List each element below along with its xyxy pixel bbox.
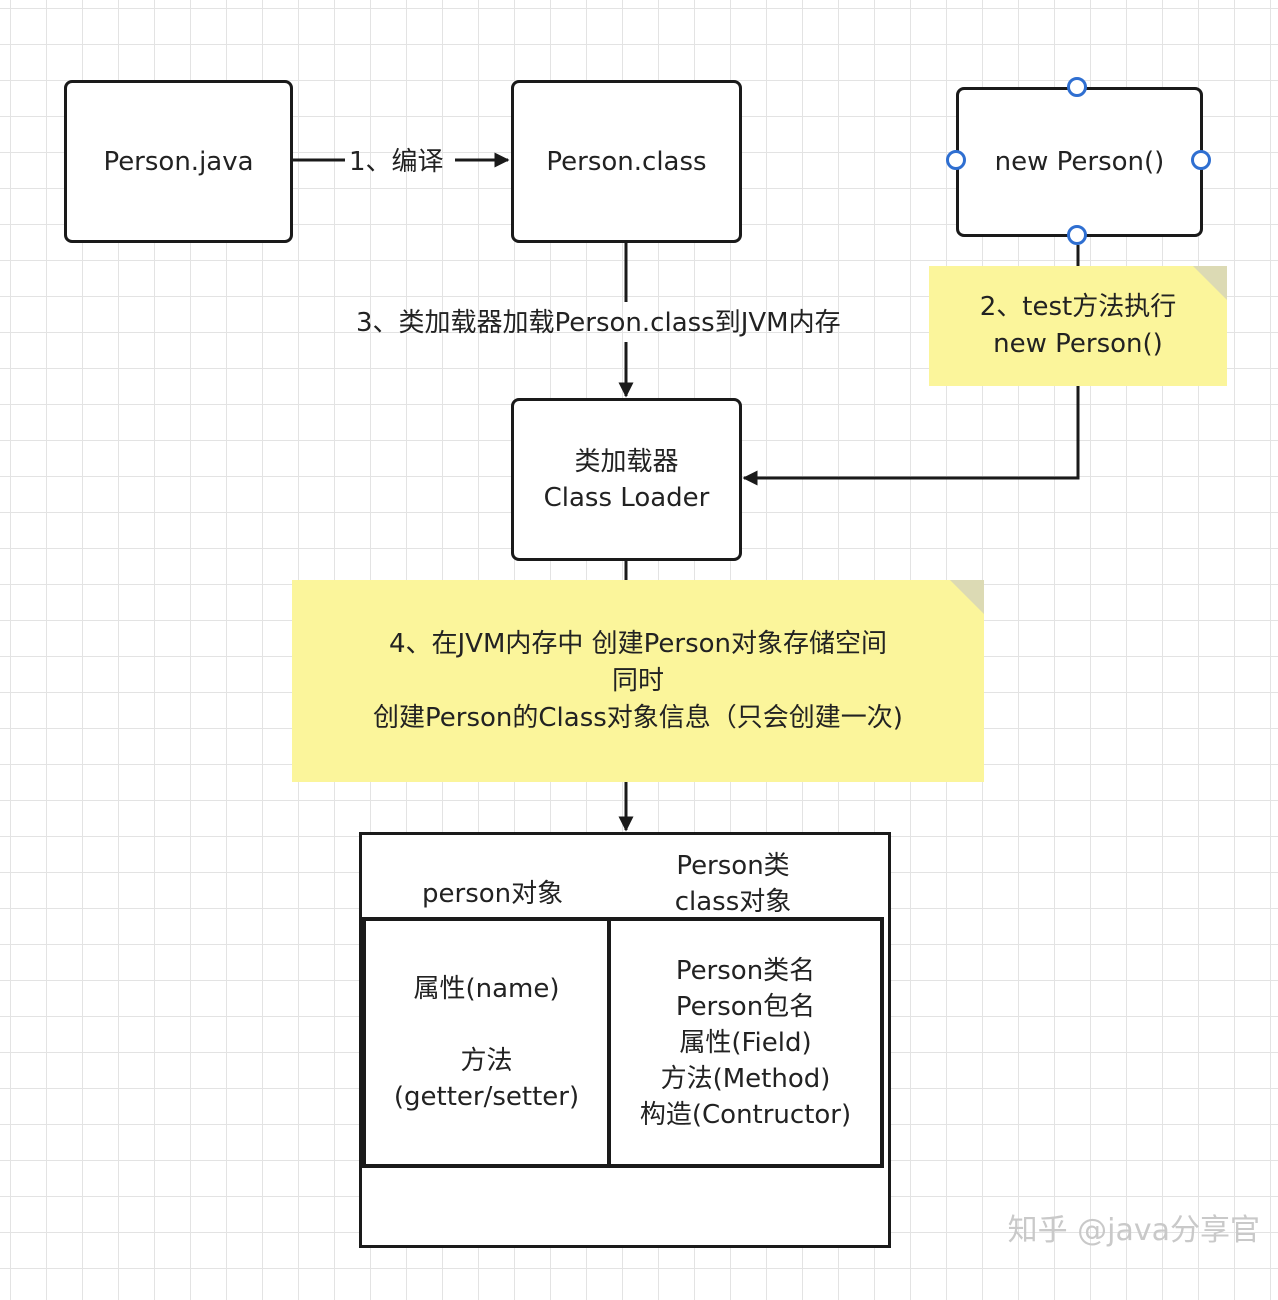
class-object-header-line2: class对象 — [674, 887, 792, 917]
class-object-item: 属性(Field) — [679, 1027, 812, 1058]
person-class-node: Person.class — [511, 80, 742, 243]
memory-divider — [607, 917, 611, 1168]
edge-new-person-to-loader — [742, 386, 1080, 486]
left-connection-handle[interactable] — [946, 150, 966, 170]
jvm-create-note-line3: 创建Person的Class对象信息（只会创建一次) — [373, 702, 903, 733]
person-java-node: Person.java — [64, 80, 293, 243]
class-loader-cn-label: 类加载器 — [574, 446, 679, 477]
test-exec-note: 2、test方法执行 new Person() — [929, 266, 1227, 386]
class-object-header-line1: Person类 — [676, 851, 790, 881]
person-object-header: person对象 — [422, 879, 564, 909]
compile-edge-label: 1、编译 — [349, 147, 444, 177]
test-exec-note-line1: 2、test方法执行 — [979, 292, 1177, 322]
test-exec-note-line2: new Person() — [993, 329, 1163, 359]
person-object-cell: 属性(name) 方法 (getter/setter) — [366, 921, 607, 1164]
class-object-header: Person类 class对象 — [620, 848, 846, 920]
load-edge-label: 3、类加载器加载Person.class到JVM内存 — [356, 308, 841, 338]
memory-inner-box — [362, 917, 884, 1168]
bottom-connection-handle[interactable] — [1067, 225, 1087, 245]
class-loader-en-label: Class Loader — [543, 482, 710, 513]
class-object-item: 构造(Contructor) — [639, 1099, 852, 1130]
jvm-memory-container — [359, 832, 891, 1248]
test-exec-note-fold — [1193, 266, 1227, 300]
watermark: 知乎 @java分享官 — [1007, 1213, 1260, 1248]
jvm-create-note-line2: 同时 — [611, 665, 664, 696]
person-object-attr: 属性(name) — [413, 973, 560, 1004]
jvm-create-note-fold — [950, 580, 984, 614]
class-object-item: 方法(Method) — [660, 1063, 831, 1094]
class-loader-node: 类加载器 Class Loader — [511, 398, 742, 561]
class-object-item: Person包名 — [675, 991, 816, 1022]
jvm-create-note: 4、在JVM内存中 创建Person对象存储空间 同时 创建Person的Cla… — [292, 580, 984, 782]
class-object-item: Person类名 — [675, 955, 816, 986]
top-connection-handle[interactable] — [1067, 77, 1087, 97]
class-object-cell: Person类名 Person包名 属性(Field) 方法(Method) 构… — [611, 921, 880, 1164]
person-object-method-line1: 方法 — [460, 1045, 513, 1076]
right-connection-handle[interactable] — [1191, 150, 1211, 170]
jvm-create-note-line1: 4、在JVM内存中 创建Person对象存储空间 — [388, 628, 888, 659]
new-person-node[interactable]: new Person() — [956, 87, 1203, 237]
person-object-method-line2: (getter/setter) — [393, 1081, 580, 1112]
